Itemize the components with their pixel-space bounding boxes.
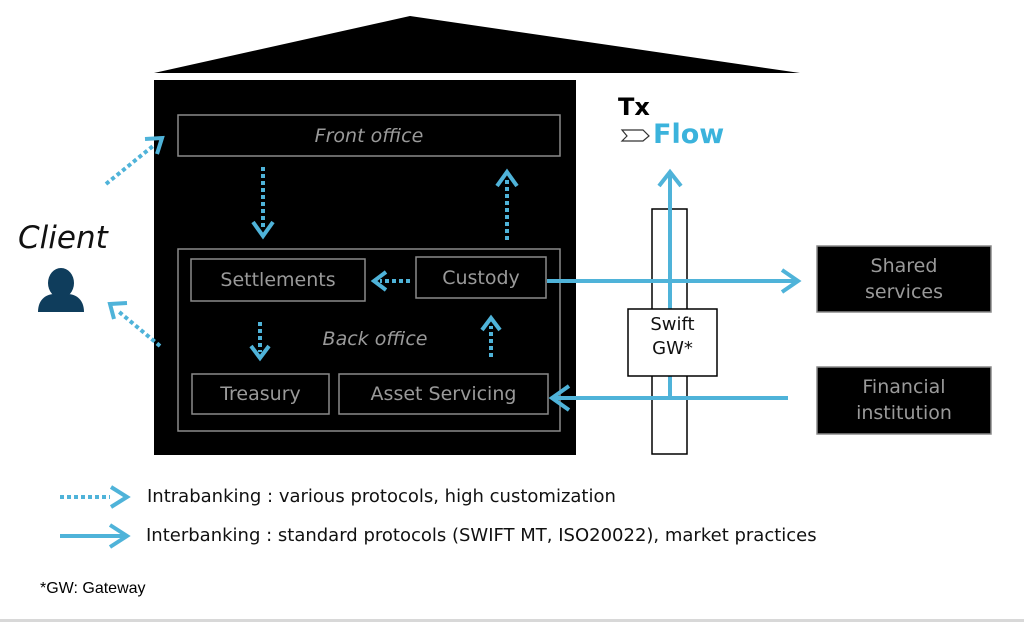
intrabank-arrowhead-treasury — [249, 344, 271, 362]
person-icon — [38, 268, 84, 312]
intrabank-client-to-front — [104, 144, 155, 186]
interbank-arrowhead-txflow — [657, 168, 683, 188]
flow-label: Flow — [653, 119, 725, 150]
settlements-box — [190, 258, 366, 302]
legend-dotted-arrowhead — [109, 485, 131, 509]
intrabank-arrowhead-down — [251, 220, 275, 240]
back-office-label: Back office — [322, 328, 428, 350]
roof — [154, 16, 800, 73]
legend-intrabanking-label: Intrabanking : various protocols, high c… — [147, 486, 616, 507]
custody-box — [415, 256, 547, 299]
financial-institution-label: Financial institution — [817, 374, 991, 426]
financial-institution-line1: Financial — [862, 376, 946, 398]
shared-services-box — [816, 245, 992, 313]
back-office-box — [177, 248, 561, 432]
interbank-arrowhead-asset — [548, 384, 571, 412]
intrabank-arrowhead-left — [370, 270, 388, 292]
shared-services-line2: services — [865, 281, 943, 303]
swift-gateway-line1: Swift — [650, 314, 695, 335]
shared-services-label: Shared services — [817, 253, 991, 305]
client-label: Client — [18, 220, 108, 256]
chevron-tag-icon — [620, 129, 650, 142]
swift-gateway-box — [627, 308, 718, 377]
intrabank-back-to-client — [116, 309, 162, 348]
custody-label: Custody — [442, 266, 520, 289]
intrabank-arrowhead-client — [107, 301, 128, 320]
financial-institution-box — [816, 366, 992, 435]
bottom-border — [0, 619, 1024, 622]
front-office-box — [177, 114, 561, 157]
intrabank-arrowhead-front — [144, 135, 165, 155]
intrabank-arrowhead-up — [495, 168, 519, 188]
settlements-label: Settlements — [220, 269, 336, 291]
treasury-label: Treasury — [220, 383, 301, 405]
front-office-label: Front office — [314, 124, 424, 147]
treasury-box — [191, 373, 330, 415]
swift-gateway-label: Swift GW* — [628, 313, 717, 361]
tx-label: Tx — [618, 93, 650, 121]
footnote: *GW: Gateway — [40, 580, 146, 597]
swift-gateway-line2: GW* — [652, 338, 693, 359]
asset-servicing-box — [338, 373, 549, 415]
shared-services-line1: Shared — [870, 255, 938, 277]
intrabank-arrowhead-custody — [480, 314, 502, 332]
asset-servicing-label: Asset Servicing — [370, 383, 517, 405]
legend-solid-arrowhead — [108, 523, 131, 549]
legend-interbanking-label: Interbanking : standard protocols (SWIFT… — [146, 525, 817, 546]
financial-institution-line2: institution — [856, 402, 952, 424]
interbank-arrowhead-shared — [780, 268, 802, 294]
